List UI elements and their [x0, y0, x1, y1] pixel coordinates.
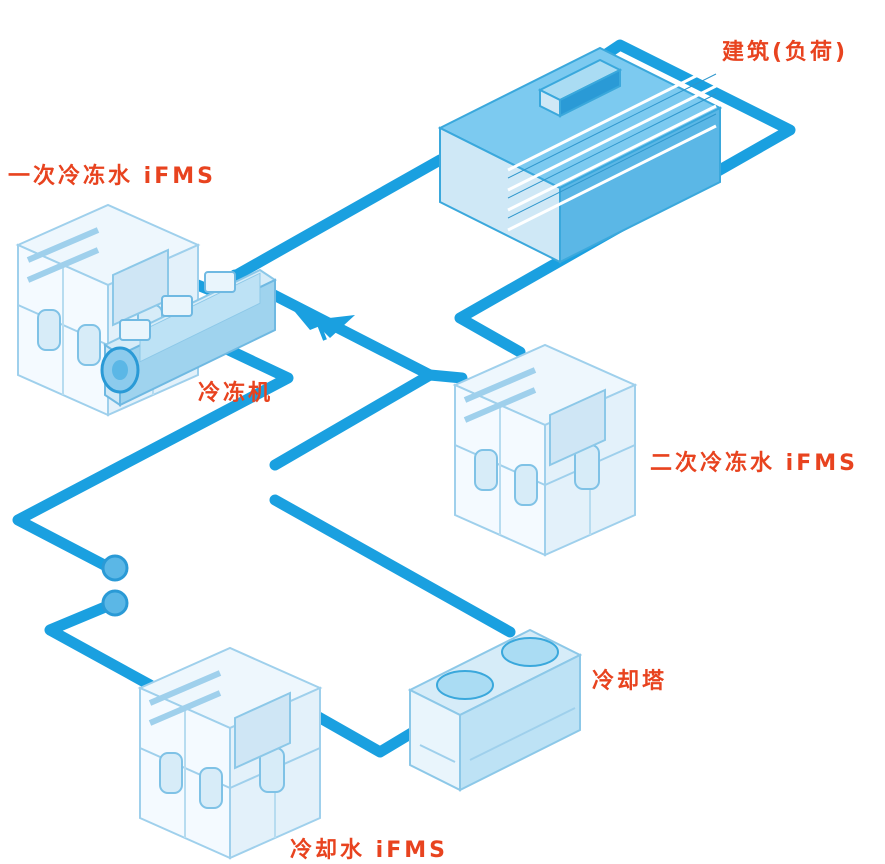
building-load-label: 建筑(负荷): [722, 40, 849, 65]
pipe-primary-to-building: [184, 154, 446, 296]
chiller-icon: [100, 268, 278, 407]
secondary-chilled-water-skid-icon: [455, 345, 635, 555]
secondary-chilled-water-ifms-label: 二次冷冻水 iFMS: [650, 451, 858, 476]
cooling-tower-label: 冷却塔: [592, 669, 668, 694]
pipe-chiller-to-cw-skid: [44, 599, 156, 691]
pipe-cw-skid-to-tower: [309, 709, 426, 758]
pipe-secondary-to-chiller: [269, 369, 468, 471]
chiller-nozzles: [101, 554, 129, 617]
chiller-label: 冷冻机: [198, 381, 274, 406]
building-icon: [437, 46, 723, 264]
cooling-water-skid-icon: [140, 648, 320, 858]
bypass-valve-icon: [285, 300, 355, 341]
cooling-tower-icon: [407, 628, 583, 792]
cooling-water-ifms-label: 冷却水 iFMS: [290, 838, 448, 863]
primary-chilled-water-ifms-label: 一次冷冻水 iFMS: [8, 164, 216, 189]
pipe-chiller-to-tower: [269, 494, 516, 638]
